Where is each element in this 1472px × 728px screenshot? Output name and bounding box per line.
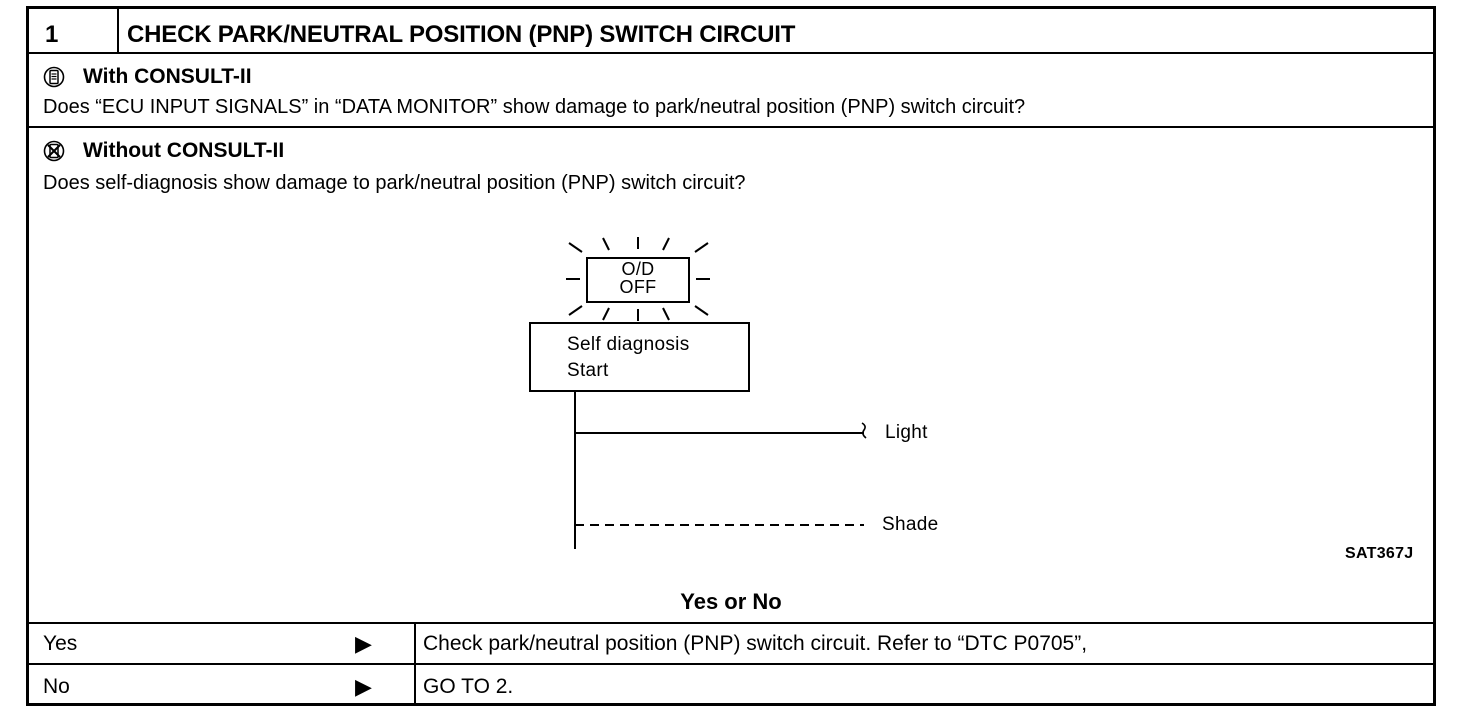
no-consult-tool-icon — [43, 140, 65, 162]
self-diagnosis-label: Self diagnosis Start — [567, 332, 690, 384]
self-diagnosis-figure — [566, 237, 867, 549]
yes-or-no-question: Yes or No — [680, 589, 782, 614]
result-no-arrow-icon: ▶ — [355, 674, 372, 699]
result-divider — [414, 622, 416, 703]
light-line-break-mark — [861, 422, 867, 439]
result-no-action: GO TO 2. — [423, 675, 514, 698]
row-divider — [29, 126, 1433, 128]
od-off-indicator — [586, 257, 690, 303]
flash-rays — [566, 237, 710, 321]
od-off-label: O/D OFF — [586, 260, 690, 296]
light-label: Light — [885, 422, 928, 443]
with-consult-heading: With CONSULT-II — [83, 65, 252, 88]
diagnosis-line-1: Self diagnosis — [567, 334, 690, 355]
figure-code: SAT367J — [1345, 545, 1414, 562]
shade-label: Shade — [882, 514, 939, 535]
with-consult-question: Does “ECU INPUT SIGNALS” in “DATA MONITO… — [43, 96, 1026, 118]
result-yes-action: Check park/neutral position (PNP) switch… — [423, 632, 1088, 655]
indicator-line-1: O/D — [621, 259, 655, 279]
indicator-line-2: OFF — [619, 277, 657, 297]
without-consult-heading: Without CONSULT-II — [83, 139, 285, 162]
row-divider — [29, 622, 1433, 624]
result-yes-label: Yes — [43, 632, 78, 655]
header-divider — [117, 9, 119, 52]
result-yes-arrow-icon: ▶ — [355, 631, 372, 656]
result-no-label: No — [43, 675, 70, 698]
self-diagnosis-box — [529, 322, 750, 392]
consult-tool-icon — [43, 66, 65, 88]
without-consult-question: Does self-diagnosis show damage to park/… — [43, 172, 746, 194]
procedure-table: 1 CHECK PARK/NEUTRAL POSITION (PNP) SWIT… — [26, 6, 1436, 706]
step-number: 1 — [45, 21, 59, 48]
row-divider — [29, 663, 1433, 665]
row-divider — [29, 52, 1433, 54]
diagnosis-line-2: Start — [567, 360, 609, 381]
step-title: CHECK PARK/NEUTRAL POSITION (PNP) SWITCH… — [127, 21, 796, 48]
